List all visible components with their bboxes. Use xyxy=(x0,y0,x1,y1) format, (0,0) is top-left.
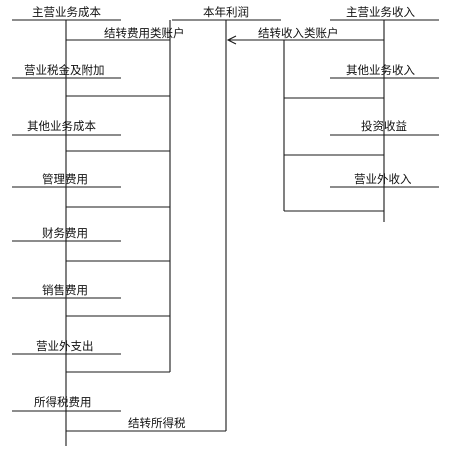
account-non-operating-income: 营业外收入 xyxy=(354,172,412,186)
account-other-business-cost: 其他业务成本 xyxy=(27,119,96,133)
account-other-business-revenue: 其他业务收入 xyxy=(346,63,415,77)
account-non-operating-expense: 营业外支出 xyxy=(36,339,94,353)
transfer-revenues-label: 结转收入类账户 xyxy=(258,26,339,40)
account-financial-expenses: 财务费用 xyxy=(42,226,88,240)
account-investment-income: 投资收益 xyxy=(361,119,407,133)
account-admin-expenses: 管理费用 xyxy=(42,172,88,186)
account-main-business-cost: 主营业务成本 xyxy=(32,5,101,19)
transfer-tax-label: 结转所得税 xyxy=(128,416,186,430)
account-business-tax-surcharges: 营业税金及附加 xyxy=(24,63,105,77)
account-selling-expenses: 销售费用 xyxy=(42,283,88,297)
center-account-title: 本年利润 xyxy=(203,5,249,19)
account-main-business-revenue: 主营业务收入 xyxy=(346,5,415,19)
arrow-head-icon xyxy=(226,35,237,45)
transfer-expenses-label: 结转费用类账户 xyxy=(104,26,185,40)
account-income-tax-expense: 所得税费用 xyxy=(34,395,92,409)
